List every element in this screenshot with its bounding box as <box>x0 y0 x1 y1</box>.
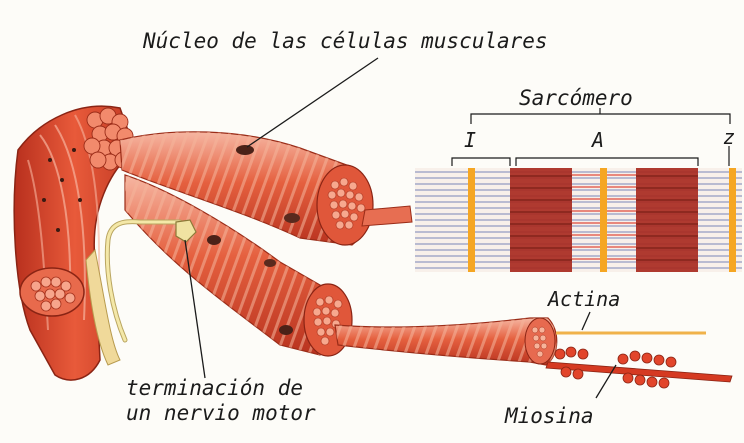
label-line-z: z <box>723 125 736 149</box>
muscle-bundle <box>13 105 136 381</box>
muscle-fiber-upper <box>119 131 413 246</box>
myofibril <box>334 317 558 366</box>
sarcomere-panel <box>415 168 742 272</box>
label-band-a: A <box>592 128 605 152</box>
sarcomere-brackets <box>451 108 731 166</box>
leader-lines <box>184 57 617 399</box>
label-terminacion-line1: terminación de <box>126 376 304 400</box>
label-band-i: I <box>464 128 477 152</box>
label-miosina: Miosina <box>505 404 594 428</box>
label-actina: Actina <box>548 287 621 311</box>
myosin-filament <box>545 346 733 389</box>
label-nucleo-celulas-musculares: Núcleo de las células musculares <box>143 29 548 53</box>
label-sarcomero: Sarcómero <box>519 86 633 110</box>
motor-nerve <box>104 219 197 343</box>
label-terminacion-line2: un nervio motor <box>126 401 316 425</box>
